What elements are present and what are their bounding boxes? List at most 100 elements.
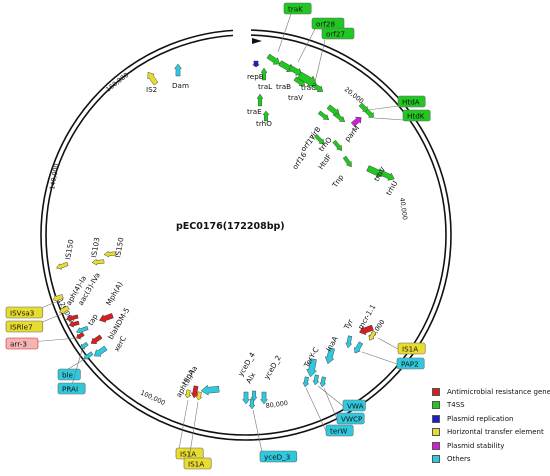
gene-vwa-27-label: VWA [347,402,364,411]
gene-is1a-37-label: IS1A [188,460,204,469]
gene-aph-3-ia-35-feature [190,385,199,399]
gene-htdk-15-feature [364,108,374,118]
gene-isvsa3-46-feature [53,294,64,303]
gene-arr-3-48-label: arr-3 [10,340,27,349]
legend-label-amr: Antimicrobial resistance gene [447,387,550,396]
gene-is103-50-label: IS103 [89,237,101,259]
gene-is1a-22-feature [368,330,377,341]
gene-trho-12-feature [333,112,346,122]
gene-trav-6-label: traV [288,93,303,102]
legend-swatch-amr [432,387,440,396]
gene-is1a-22-label: IS1A [402,345,418,354]
gene-ble-40-label: ble [62,371,74,380]
gene-ble-40-label-box: ble [57,368,81,381]
gene-trac-7-feature [297,71,317,87]
legend-label-stab: Plasmid stability [447,441,505,450]
gene-repb-0-feature [251,60,261,68]
gene-vwa-27-label-box: VWA [342,399,366,412]
gene-is1a-37-feature [195,391,203,401]
gene-prai-41-callout-line [71,349,83,386]
gene-htdk-15-label-box: HtdK [402,109,431,122]
gene-yced-3-33-callout-line [252,409,263,453]
gene-orf28-5-feature [288,65,303,76]
tick-140000: 140,000 [48,163,60,190]
gene-prai-41-label: PRAI [62,385,78,394]
gene-tery-c-26-label: TerY-C [301,346,320,370]
legend-swatch-hte [432,428,440,437]
gene-yced-3-33-label-box: yceD_3 [259,450,298,463]
gene-terw-29-label-box: terW [325,424,354,437]
gene-orf28-5-label: orf28 [316,20,335,29]
gene-features [53,53,395,410]
legend-swatch-t4ss [432,401,440,410]
gene-htda-14-label-bg [397,95,426,108]
gene-yced-2-30-feature [260,391,268,405]
gene-arr-3-48-feature [76,332,85,340]
gene-tyr-24-label: Tyr [341,317,355,331]
gene-aph-4-ia-45-feature [68,320,80,328]
gene-yced-3-33-feature [248,398,256,410]
gene-pap2-23-callout-line [361,351,398,365]
legend-item-hte: Horizontal transfer element [432,426,550,440]
gene-vwa-27-label-bg [342,399,366,412]
legend-item-amr: Antimicrobial resistance gene [432,385,550,399]
gene-tnp-18-label: Tnp [330,173,346,190]
gene-trak-2-label-box: traK [283,2,312,15]
gene-trhu-20-label: trhU [384,179,400,197]
gene-htda-14-label-box: HtdA [397,95,426,108]
gene-ble-40-feature [83,351,94,360]
gene-htda-14-label: HtdA [402,98,420,107]
legend-item-other: Others [432,453,550,467]
gene-aac-3-iva-44-feature [65,314,79,322]
gene-tral-1-feature [260,67,268,81]
gene-repb-0-label: repB [247,72,264,81]
gene-orf27-8-label-bg [321,27,355,40]
tick-20000: 20,000 [343,85,366,105]
gene-is1a-36-label: IS1A [180,450,196,459]
gene-orf16-16-feature [314,134,325,145]
gene-orf27-8-feature [311,82,324,92]
gene-trak-2-feature [266,53,281,65]
gene-yced-2-30-label: yceD_2 [262,354,283,381]
gene-hipa-34-feature [200,384,220,396]
gene-htda-14-feature [358,102,368,112]
gene-vwcp-28-label-box: VWCP [336,412,365,425]
gene-trac-7-label: traC [301,83,316,92]
legend-swatch-rep [432,414,440,423]
gene-orf28-5-callout-line [297,28,316,63]
gene-trhv-19-feature [366,165,385,178]
gene-vwcp-28-label: VWCP [341,415,363,424]
gene-xerc-38-feature [93,345,108,357]
gene-vwcp-28-feature [319,376,327,388]
gene-isrle7-47-label-bg [5,320,44,333]
plasmid-title: pEC0176(172208bp) [176,221,285,232]
gene-is150-49-label: IS150 [63,238,75,260]
gene-prai-41-label-box: PRAI [57,382,86,395]
gene-parm-13-feature [350,116,362,127]
gene-trae-3-label: traE [247,107,262,116]
gene-isrle7-47-label: ISRle7 [10,323,33,332]
gene-is150-51-label: IS150 [113,236,125,258]
gene-trae-3-feature [256,93,264,107]
gene-terw-29-feature [302,376,310,388]
gene-orf28-5-label-box: orf28 [311,17,345,30]
gene-vwcp-28-callout-line [323,387,338,420]
gene-mph-a-42-label: Mph(A) [104,280,125,307]
gene-isvsa3-46-label-bg [5,306,44,319]
gene-isrle7-47-feature [59,305,70,314]
gene-orf17-11-feature [317,110,330,120]
gene-htda-14-callout-line [367,105,399,111]
gene-is1a-37-label-box: IS1A [183,457,212,470]
gene-htdk-15-label: HtdK [407,112,425,121]
legend: Antimicrobial resistance gene T4SS Plasm… [432,385,550,466]
gene-trhu-20-feature [380,170,395,181]
gene-parm-13-label: parM [343,124,362,144]
tick-40000: 40,000 [398,197,409,220]
gene-arr-3-48-label-bg [5,337,39,350]
gene-blandm-5-39-feature [90,334,103,344]
gene-is1a-22-label-bg [397,342,426,355]
gene-mph-a-42-feature [99,313,114,323]
gene-is150-49-feature [56,262,69,270]
gene-inaa-25-feature [324,347,335,365]
gene-is1a-37-label-bg [183,457,212,470]
